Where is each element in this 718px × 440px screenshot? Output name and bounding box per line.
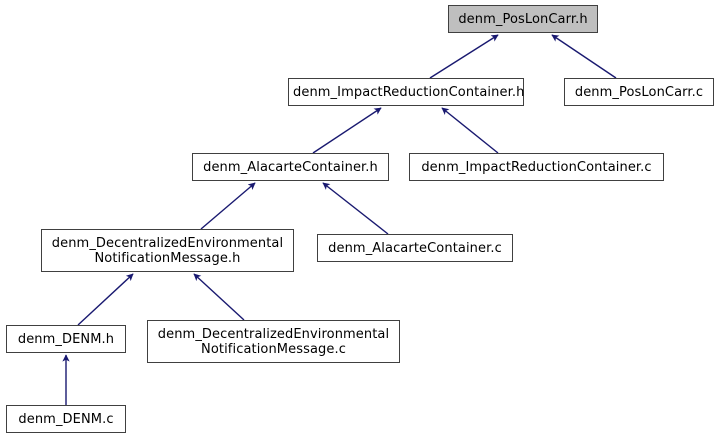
graph-node-label: denm_DENM.h: [17, 331, 115, 347]
graph-node-label: denm_ImpactReductionContainer.c: [421, 159, 652, 175]
graph-node-alacarte_c[interactable]: denm_AlacarteContainer.c: [317, 234, 513, 262]
graph-node-impact_h[interactable]: denm_ImpactReductionContainer.h: [288, 78, 524, 106]
graph-node-denm_c[interactable]: denm_DENM.c: [6, 405, 126, 433]
graph-node-poslonCarr_h[interactable]: denm_PosLonCarr.h: [448, 5, 598, 33]
graph-node-label: denm_DecentralizedEnvironmental Notifica…: [51, 235, 284, 266]
graph-node-label: denm_DENM.c: [18, 411, 114, 427]
graph-edge-denmsg_c-to-denmsg_h: [193, 273, 245, 321]
graph-node-label: denm_PosLonCarr.c: [574, 84, 704, 100]
graph-node-impact_c[interactable]: denm_ImpactReductionContainer.c: [409, 153, 664, 181]
graph-node-label: denm_AlacarteContainer.c: [328, 240, 502, 256]
graph-edge-alacarte_h-to-impact_h: [312, 107, 382, 154]
graph-node-label: denm_AlacarteContainer.h: [203, 159, 378, 175]
graph-edge-impact_c-to-impact_h: [441, 107, 499, 154]
graph-edge-impact_h-to-poslonCarr_h: [429, 34, 499, 79]
graph-node-alacarte_h[interactable]: denm_AlacarteContainer.h: [192, 153, 389, 181]
graph-node-denm_h[interactable]: denm_DENM.h: [6, 325, 126, 353]
graph-edge-denm_h-to-denmsg_h: [77, 273, 134, 326]
graph-node-denmsg_c[interactable]: denm_DecentralizedEnvironmental Notifica…: [147, 320, 400, 363]
graph-node-denmsg_h[interactable]: denm_DecentralizedEnvironmental Notifica…: [41, 229, 294, 272]
graph-edge-denmsg_h-to-alacarte_h: [200, 182, 256, 230]
graph-edge-poslonCarr_c-to-poslonCarr_h: [551, 34, 617, 79]
graph-node-label: denm_PosLonCarr.h: [458, 11, 588, 27]
graph-node-poslonCarr_c[interactable]: denm_PosLonCarr.c: [564, 78, 714, 106]
graph-edge-alacarte_c-to-alacarte_h: [322, 182, 389, 235]
graph-node-label: denm_ImpactReductionContainer.h: [293, 84, 525, 100]
graph-node-label: denm_DecentralizedEnvironmental Notifica…: [157, 326, 390, 357]
